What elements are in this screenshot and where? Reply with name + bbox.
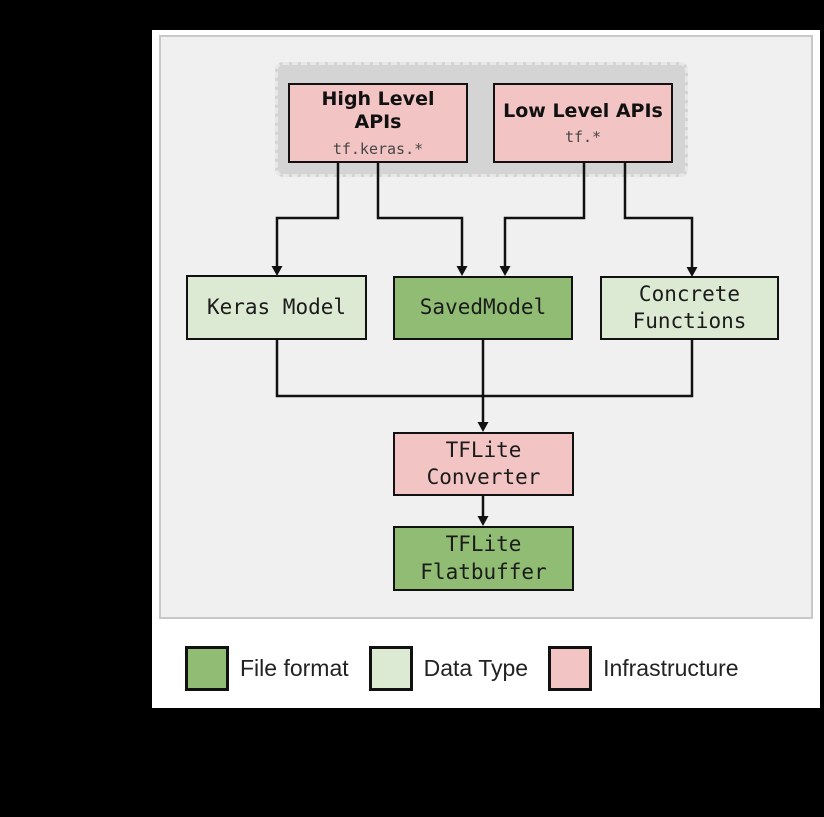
legend-label: File format xyxy=(240,654,349,681)
legend: File format Data Type Infrastructure xyxy=(185,643,739,693)
legend-item-file-format: File format xyxy=(185,645,349,691)
node-title: TFLite Converter xyxy=(426,437,541,489)
legend-label: Data Type xyxy=(423,654,529,681)
figure-panel: High Level APIs tf.keras.* Low Level API… xyxy=(152,30,820,708)
node-high-level-apis: High Level APIs tf.keras.* xyxy=(288,83,468,163)
node-title: Keras Model xyxy=(206,294,347,319)
node-low-level-apis: Low Level APIs tf.* xyxy=(493,83,673,163)
node-subtitle: tf.* xyxy=(564,128,602,147)
node-title: High Level APIs xyxy=(321,88,435,133)
node-title: Low Level APIs xyxy=(503,99,663,122)
node-saved-model: SavedModel xyxy=(393,276,573,340)
node-tflite-flatbuffer: TFLite Flatbuffer xyxy=(393,526,574,591)
node-subtitle: tf.keras.* xyxy=(332,139,424,158)
data-type-swatch xyxy=(368,645,413,691)
node-keras-model: Keras Model xyxy=(186,275,367,340)
node-tflite-converter: TFLite Converter xyxy=(393,432,574,496)
file-format-swatch xyxy=(185,645,229,691)
legend-item-infrastructure: Infrastructure xyxy=(548,645,739,691)
legend-item-data-type: Data Type xyxy=(368,645,529,691)
node-title: SavedModel xyxy=(419,295,547,320)
infrastructure-swatch xyxy=(548,645,593,691)
node-title: Concrete Functions xyxy=(632,281,747,333)
legend-label: Infrastructure xyxy=(603,654,739,681)
node-title: TFLite Flatbuffer xyxy=(420,532,547,584)
node-concrete-functions: Concrete Functions xyxy=(600,276,779,340)
